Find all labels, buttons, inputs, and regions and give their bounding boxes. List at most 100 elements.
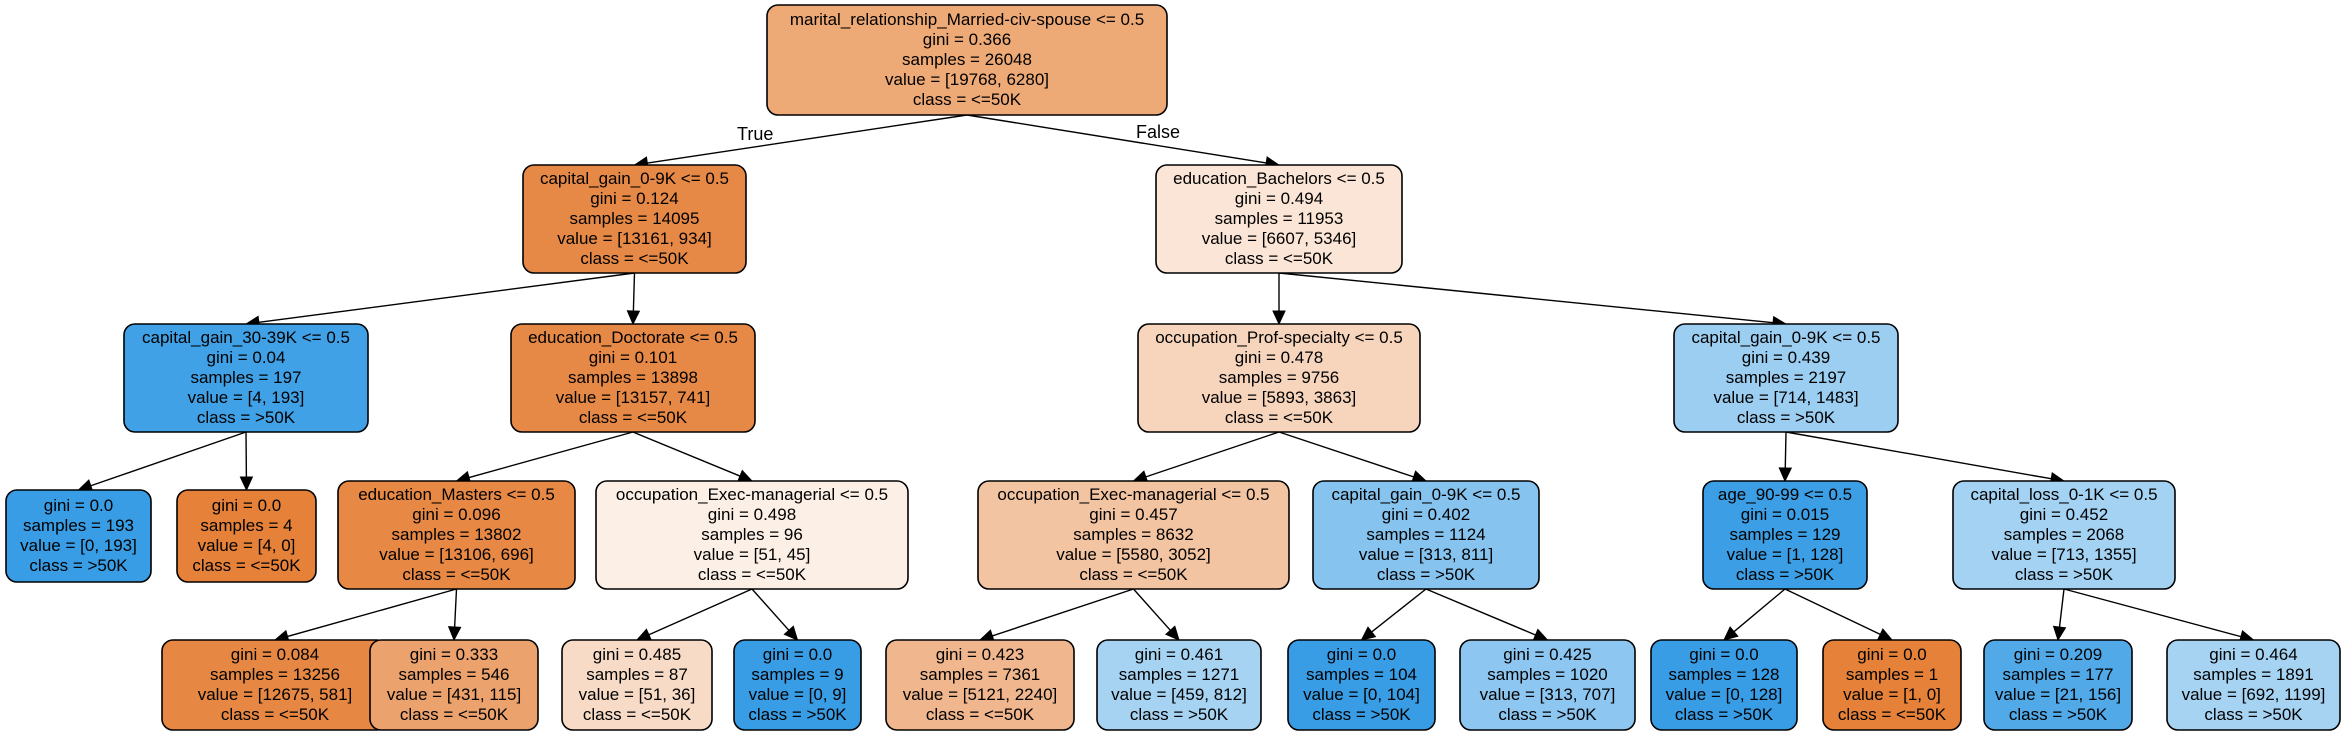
edge-n14-n26 [2063, 588, 2255, 644]
arrowhead-icon [626, 310, 641, 326]
edge-n0-n1: True [633, 114, 968, 170]
node-split-text: capital_gain_0-9K <= 0.5 [540, 169, 729, 188]
node-box [522, 164, 747, 274]
edge-n9-n16 [447, 588, 462, 642]
node-box [1650, 639, 1798, 731]
node-samples-text: samples = 177 [2002, 665, 2113, 684]
node-gini-text: gini = 0.0 [1857, 645, 1926, 664]
node-value-text: value = [313, 707] [1480, 685, 1616, 704]
edge-n5-n11 [1132, 431, 1280, 484]
node-gini-text: gini = 0.498 [708, 505, 796, 524]
node-class-text: class = <=50K [400, 705, 509, 724]
node-value-text: value = [313, 811] [1359, 545, 1493, 564]
node-gini-text: gini = 0.209 [2014, 645, 2102, 664]
node-gini-text: gini = 0.0 [44, 496, 113, 515]
node-gini-text: gini = 0.333 [410, 645, 498, 664]
node-split-text: age_90-99 <= 0.5 [1718, 485, 1852, 504]
node-split-text: education_Masters <= 0.5 [358, 485, 555, 504]
node-gini-text: gini = 0.0 [212, 496, 281, 515]
node-class-text: class = <=50K [926, 705, 1035, 724]
node-samples-text: samples = 193 [23, 516, 134, 535]
node-samples-text: samples = 2068 [2004, 525, 2125, 544]
node-gini-text: gini = 0.0 [1689, 645, 1758, 664]
node-value-text: value = [459, 812] [1111, 685, 1247, 704]
node-box [1312, 480, 1540, 590]
edge-line [453, 588, 458, 628]
edge-n2-n5 [1272, 273, 1286, 326]
node-value-text: value = [13161, 934] [557, 229, 712, 248]
node-value-text: value = [51, 36] [579, 685, 696, 704]
node-box [2166, 639, 2341, 731]
node-class-text: class = <=50K [913, 90, 1022, 109]
node-samples-text: samples = 1271 [1119, 665, 1240, 684]
node-gini-text: gini = 0.461 [1135, 645, 1223, 664]
node-value-text: value = [5121, 2240] [903, 685, 1058, 704]
edge-line [2063, 588, 2242, 638]
node-class-text: class = <=50K [1079, 565, 1188, 584]
edge-n3-n7 [77, 431, 247, 492]
edge-line [287, 588, 457, 638]
node-split-text: occupation_Prof-specialty <= 0.5 [1155, 328, 1403, 347]
node-class-text: class = <=50K [579, 408, 688, 427]
node-box [176, 489, 317, 583]
edge-n11-n19 [978, 588, 1134, 643]
node-class-text: class = <=50K [1838, 705, 1947, 724]
edge-n4-n10 [632, 431, 754, 483]
edge-line [751, 588, 790, 631]
arrowhead-icon [1723, 626, 1739, 641]
arrowhead-icon [736, 469, 754, 483]
node-box [337, 480, 576, 590]
node-split-text: capital_gain_30-39K <= 0.5 [142, 328, 350, 347]
edge-line [1733, 588, 1786, 633]
edge-n5-n12 [1278, 431, 1428, 484]
edge-line [258, 272, 635, 324]
node-samples-text: samples = 13802 [392, 525, 522, 544]
node-value-text: value = [0, 104] [1303, 685, 1420, 704]
edge-line [632, 431, 741, 477]
node-split-text: marital_relationship_Married-civ-spouse … [790, 10, 1144, 29]
edge-line [1145, 431, 1280, 478]
edge-n6-n14 [1785, 431, 2066, 486]
arrowhead-icon [783, 625, 799, 641]
nodes-layer: marital_relationship_Married-civ-spouse … [5, 4, 2341, 731]
edge-n12-n22 [1425, 588, 1549, 642]
edge-n6-n13 [1778, 431, 1793, 483]
edge-line [966, 114, 1267, 164]
node-split-text: capital_gain_0-9K <= 0.5 [1331, 485, 1520, 504]
edge-line [2058, 588, 2065, 628]
edge-n2-n6 [1278, 272, 1788, 330]
edge-n14-n25 [2052, 588, 2067, 642]
edge-n11-n20 [1132, 588, 1180, 641]
edge-n9-n15 [273, 588, 457, 643]
edge-line [992, 588, 1134, 637]
node-gini-text: gini = 0.485 [593, 645, 681, 664]
node-samples-text: samples = 96 [701, 525, 803, 544]
node-samples-text: samples = 9756 [1219, 368, 1340, 387]
node-split-text: education_Doctorate <= 0.5 [528, 328, 738, 347]
node-box [1673, 323, 1899, 433]
node-box [1287, 639, 1436, 731]
node-gini-text: gini = 0.04 [207, 348, 286, 367]
node-samples-text: samples = 11953 [1215, 209, 1344, 228]
arrowhead-icon [635, 628, 653, 641]
arrowhead-icon [1532, 628, 1549, 642]
node-samples-text: samples = 128 [1668, 665, 1779, 684]
arrowhead-icon [447, 626, 462, 642]
arrowhead-icon [1876, 628, 1894, 641]
node-value-text: value = [713, 1355] [1991, 545, 2136, 564]
edge-line [1278, 431, 1414, 478]
edge-line [1785, 431, 2052, 480]
node-class-text: class = >50K [197, 408, 296, 427]
